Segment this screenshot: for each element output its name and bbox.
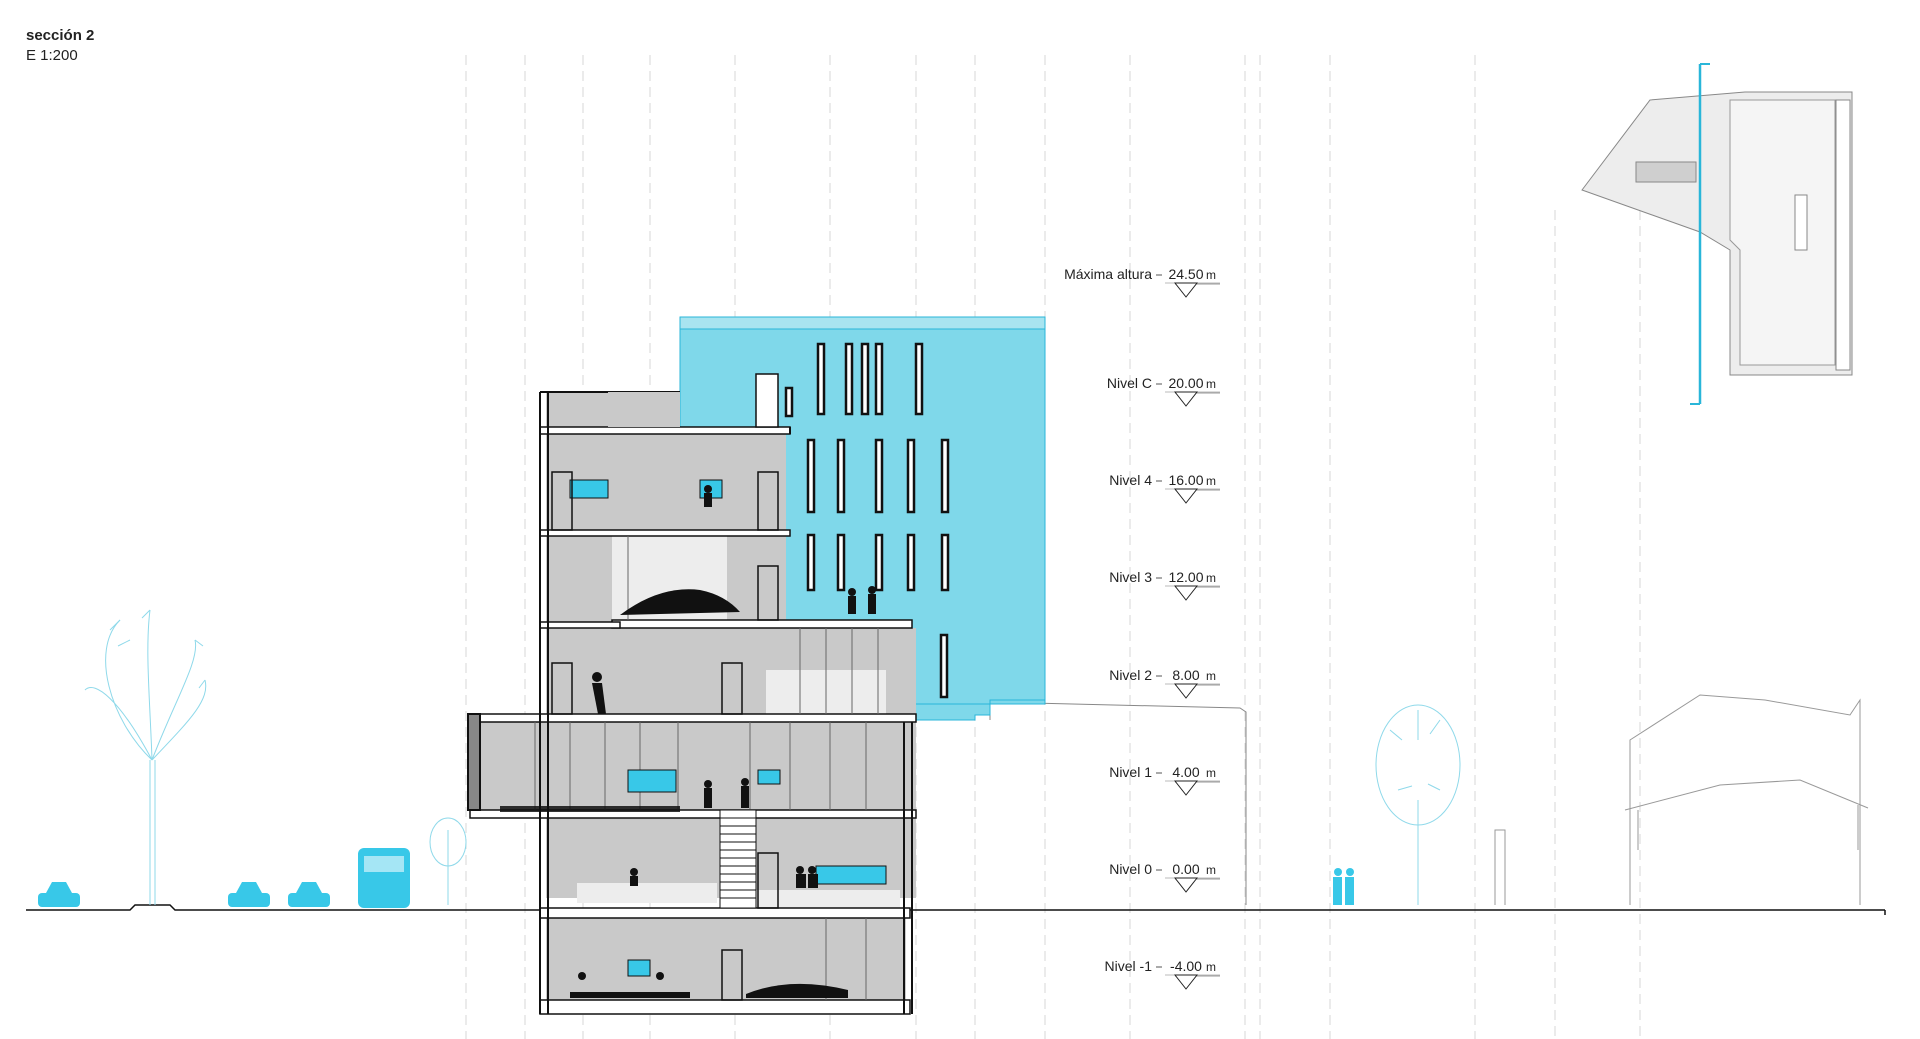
pedestrians [1333,868,1354,905]
level-label: Máxima altura [1064,266,1152,282]
level-value: 4.00 [1172,764,1199,780]
vehicles [38,848,1354,908]
level-value: 8.00 [1172,667,1199,683]
level-unit: m [1206,960,1216,974]
level-label: Nivel 2 [1109,667,1152,683]
level-value: 16.00 [1168,472,1203,488]
level-triangle-icon [1173,488,1199,504]
level-marker: Nivel 0 0.00 m [1109,861,1220,893]
level-label: Nivel 3 [1109,569,1152,585]
level-value: 12.00 [1168,569,1203,585]
facade-slots [784,342,950,699]
level-triangle-icon [1173,877,1199,893]
level-unit: m [1206,766,1216,780]
roof-terrace [540,373,779,428]
level-label: Nivel 0 [1109,861,1152,877]
doors [551,471,779,1001]
title-block: sección 2 E 1:200 [26,26,94,66]
section-title: sección 2 [26,27,95,44]
level-marker: Nivel -1 -4.00 m [1105,958,1220,990]
level-value: -4.00 [1170,958,1202,974]
level-unit: m [1206,669,1216,683]
level-triangle-icon [1173,974,1199,990]
key-plan [1581,63,1853,405]
level-label: Nivel -1 [1105,958,1153,974]
level-triangle-icon [1173,780,1199,796]
stair [719,809,757,909]
car-1 [38,882,80,907]
level-label: Nivel 4 [1109,472,1152,488]
level-unit: m [1206,863,1216,877]
level-marker: Nivel 2 8.00 m [1109,667,1220,699]
level-value: 24.50 [1168,266,1203,282]
car-3 [288,882,330,907]
level-unit: m [1206,377,1216,391]
level-unit: m [1206,268,1216,282]
level-label: Nivel C [1107,375,1152,391]
bus [358,848,410,908]
ground-line [26,904,1886,915]
level-triangle-icon [1173,391,1199,407]
neighbor-building-right [1494,694,1869,905]
level-unit: m [1206,474,1216,488]
level-unit: m [1206,571,1216,585]
street-tree-small [429,704,1461,905]
level-triangle-icon [1173,282,1199,298]
level-label: Nivel 1 [1109,764,1152,780]
level-marker: Nivel 1 4.00 m [1109,764,1220,796]
interior-windows [569,479,887,977]
scale-label: E 1:200 [26,47,78,64]
furniture-silhouettes [500,485,876,998]
car-2 [228,882,270,907]
level-triangle-icon [1173,585,1199,601]
palm-tree [84,609,207,905]
level-value: 20.00 [1168,375,1203,391]
level-value: 0.00 [1172,861,1199,877]
level-triangle-icon [1173,683,1199,699]
